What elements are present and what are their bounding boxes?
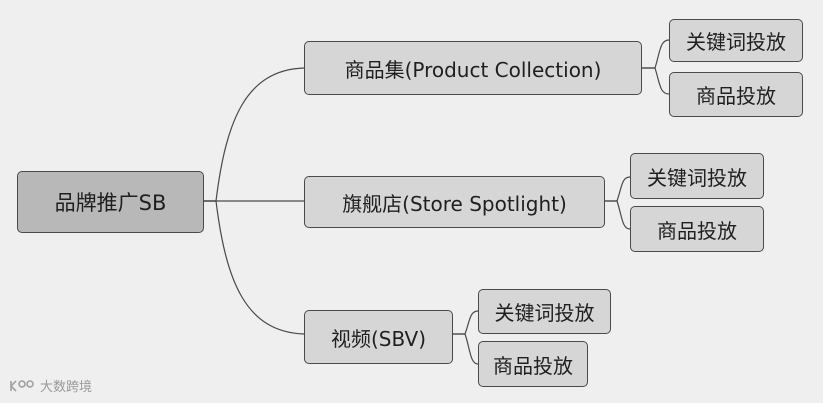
- watermark-text: 大数跨境: [40, 380, 93, 395]
- brand-logo-icon: [10, 379, 34, 392]
- leaf-node-product-targeting[interactable]: 商品投放: [478, 341, 588, 387]
- connector-branch-3-leaf-2: [453, 333, 479, 365]
- leaf-node-label: 商品投放: [657, 218, 737, 243]
- leaf-node-label: 商品投放: [493, 353, 573, 378]
- leaf-node-keyword-targeting[interactable]: 关键词投放: [478, 289, 611, 334]
- branch-node-label: 旗舰店(Store Spotlight): [342, 191, 567, 216]
- leaf-node-label: 关键词投放: [686, 30, 786, 54]
- branch-node-store-spotlight[interactable]: 旗舰店(Store Spotlight): [304, 176, 605, 228]
- branch-node-sbv[interactable]: 视频(SBV): [304, 310, 453, 364]
- watermark: 大数跨境: [8, 376, 92, 395]
- connector-branch-2-leaf-2: [605, 200, 631, 230]
- connector-branch-1-leaf-2: [642, 67, 670, 95]
- connector-branch-3-leaf-1: [453, 310, 479, 335]
- connector-branch-2-leaf-1: [605, 176, 631, 202]
- connector-root-branch-1: [204, 67, 305, 202]
- leaf-node-product-targeting[interactable]: 商品投放: [630, 206, 764, 252]
- branch-node-product-collection[interactable]: 商品集(Product Collection): [304, 41, 642, 95]
- leaf-node-keyword-targeting[interactable]: 关键词投放: [630, 153, 764, 199]
- branch-node-label: 商品集(Product Collection): [344, 57, 602, 82]
- leaf-node-label: 关键词投放: [647, 165, 747, 190]
- leaf-node-keyword-targeting[interactable]: 关键词投放: [669, 19, 803, 62]
- leaf-node-label: 关键词投放: [494, 301, 595, 325]
- root-node-label: 品牌推广SB: [54, 191, 167, 215]
- connector-branch-1-leaf-1: [642, 39, 670, 69]
- branch-node-label: 视频(SBV): [330, 326, 427, 351]
- leaf-node-label: 商品投放: [696, 84, 776, 108]
- root-node[interactable]: 品牌推广SB: [17, 171, 204, 233]
- connector-root-branch-3: [204, 200, 305, 335]
- leaf-node-product-targeting[interactable]: 商品投放: [669, 72, 803, 117]
